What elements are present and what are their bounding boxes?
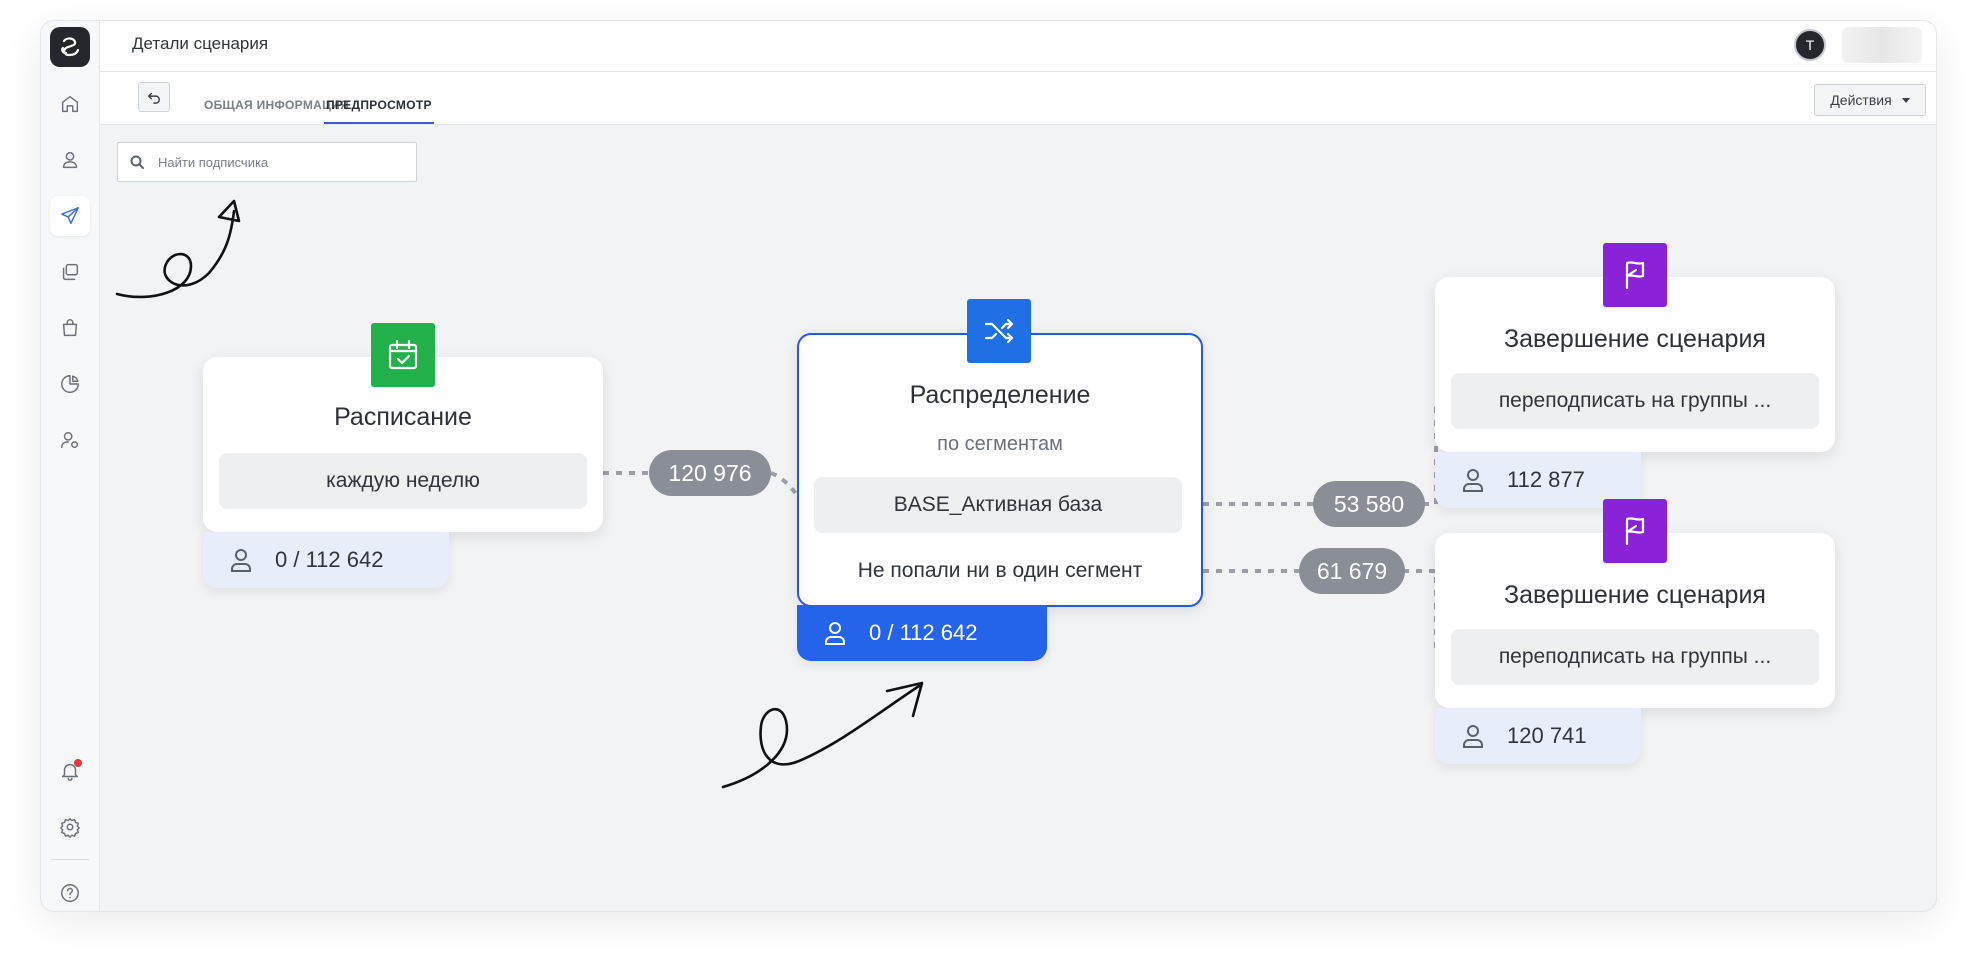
annotation-arrow-search-head xyxy=(217,199,241,223)
sidebar-item-campaigns[interactable] xyxy=(50,196,90,236)
flag-badge-2 xyxy=(1603,499,1667,563)
sidebar-item-notifications[interactable] xyxy=(50,751,90,791)
person-icon xyxy=(1463,469,1483,492)
shuffle-icon xyxy=(984,318,1014,344)
app-logo[interactable] xyxy=(50,27,90,67)
actions-dropdown[interactable]: Действия xyxy=(1814,84,1926,116)
back-button[interactable] xyxy=(138,82,170,112)
node-split-title: Распределение xyxy=(909,381,1091,409)
connector-schedule-split xyxy=(603,471,803,503)
node-schedule-title: Расписание xyxy=(334,403,472,431)
node-schedule-frequency: каждую неделю xyxy=(219,453,587,509)
top-bar: Детали сценария T xyxy=(100,21,1936,72)
node-end-2-action: переподписать на группы ... xyxy=(1451,629,1819,685)
search-input[interactable] xyxy=(156,143,410,181)
connector-fallback-end2 xyxy=(1203,569,1471,651)
search-icon xyxy=(130,155,144,169)
pie-chart-icon xyxy=(61,375,79,393)
node-schedule[interactable]: Расписание каждую неделю xyxy=(203,357,603,532)
sidebar-item-templates[interactable] xyxy=(50,252,90,292)
node-end-1-title: Завершение сценария xyxy=(1504,325,1766,353)
avatar-initial: T xyxy=(1805,37,1815,53)
chevron-down-icon xyxy=(1901,97,1910,103)
sidebar-item-help[interactable] xyxy=(50,873,90,911)
user-settings-icon xyxy=(61,431,79,449)
node-schedule-count: 0 / 112 642 xyxy=(203,532,449,588)
node-split-subtitle: по сегментам xyxy=(937,433,1063,455)
sidebar-item-home[interactable] xyxy=(50,84,90,124)
node-end-2-title: Завершение сценария xyxy=(1504,581,1766,609)
calendar-check-icon xyxy=(388,339,418,370)
person-icon xyxy=(825,622,845,645)
node-end-1-count-value: 112 877 xyxy=(1507,467,1585,492)
calendar-badge xyxy=(371,323,435,387)
sidebar-item-settings[interactable] xyxy=(50,807,90,847)
node-end-2-count: 120 741 xyxy=(1435,708,1641,764)
segment-base-active[interactable]: BASE_Активная база xyxy=(814,477,1182,533)
node-end-1-action: переподписать на группы ... xyxy=(1451,373,1819,429)
user-icon xyxy=(62,151,78,169)
notification-dot xyxy=(74,759,82,767)
gear-icon xyxy=(60,818,80,838)
sidebar-item-shop[interactable] xyxy=(50,308,90,348)
edge-label-fallback-end2: 61 679 xyxy=(1299,548,1405,594)
sidebar-item-analytics[interactable] xyxy=(50,364,90,404)
tab-preview[interactable]: ПРЕДПРОСМОТР xyxy=(324,98,434,124)
subscriber-search[interactable] xyxy=(117,142,417,182)
page-title: Детали сценария xyxy=(132,34,269,53)
node-split-count: 0 / 112 642 xyxy=(797,605,1047,661)
app-window: Детали сценария T ОБЩАЯ ИНФОРМАЦИЯ ПРЕДП… xyxy=(40,20,1937,912)
node-end-2-count-value: 120 741 xyxy=(1507,723,1587,748)
annotation-arrow-search xyxy=(115,209,236,299)
sidebar-item-user-settings[interactable] xyxy=(50,420,90,460)
bag-icon xyxy=(62,319,78,337)
flag-icon xyxy=(1625,517,1645,546)
undo-arrow-icon xyxy=(148,92,160,104)
sidebar-divider xyxy=(51,859,89,860)
person-icon xyxy=(1463,725,1483,748)
node-split-count-value: 0 / 112 642 xyxy=(869,620,978,645)
avatar[interactable]: T xyxy=(1794,29,1826,61)
edge-label-schedule-split: 120 976 xyxy=(649,450,771,496)
actions-label: Действия xyxy=(1830,92,1892,108)
tab-general-info[interactable]: ОБЩАЯ ИНФОРМАЦИЯ xyxy=(204,98,350,112)
annotation-arrow-split-head xyxy=(885,681,924,718)
edge-label-segment-end1: 53 580 xyxy=(1313,481,1425,527)
logo-icon xyxy=(61,37,80,57)
node-split[interactable]: Распределение по сегментам BASE_Активная… xyxy=(797,333,1203,607)
person-icon xyxy=(231,549,251,572)
node-end-1-count: 112 877 xyxy=(1435,452,1641,508)
sidebar-item-users[interactable] xyxy=(50,140,90,180)
send-icon xyxy=(61,207,79,225)
flag-icon xyxy=(1625,261,1645,290)
sidebar xyxy=(41,21,100,911)
shuffle-badge xyxy=(967,299,1031,363)
annotation-arrow-split xyxy=(721,684,921,789)
copy-icon xyxy=(62,263,79,281)
home-icon xyxy=(61,95,79,113)
segment-fallback[interactable]: Не попали ни в один сегмент xyxy=(857,559,1143,582)
user-name-redacted[interactable] xyxy=(1842,27,1922,63)
tab-bar: ОБЩАЯ ИНФОРМАЦИЯ ПРЕДПРОСМОТР Действия xyxy=(100,72,1936,125)
node-schedule-count-value: 0 / 112 642 xyxy=(275,547,384,572)
help-icon xyxy=(61,884,79,902)
annotation-arrows xyxy=(115,199,924,789)
bell-icon xyxy=(61,763,79,781)
flag-badge-1 xyxy=(1603,243,1667,307)
